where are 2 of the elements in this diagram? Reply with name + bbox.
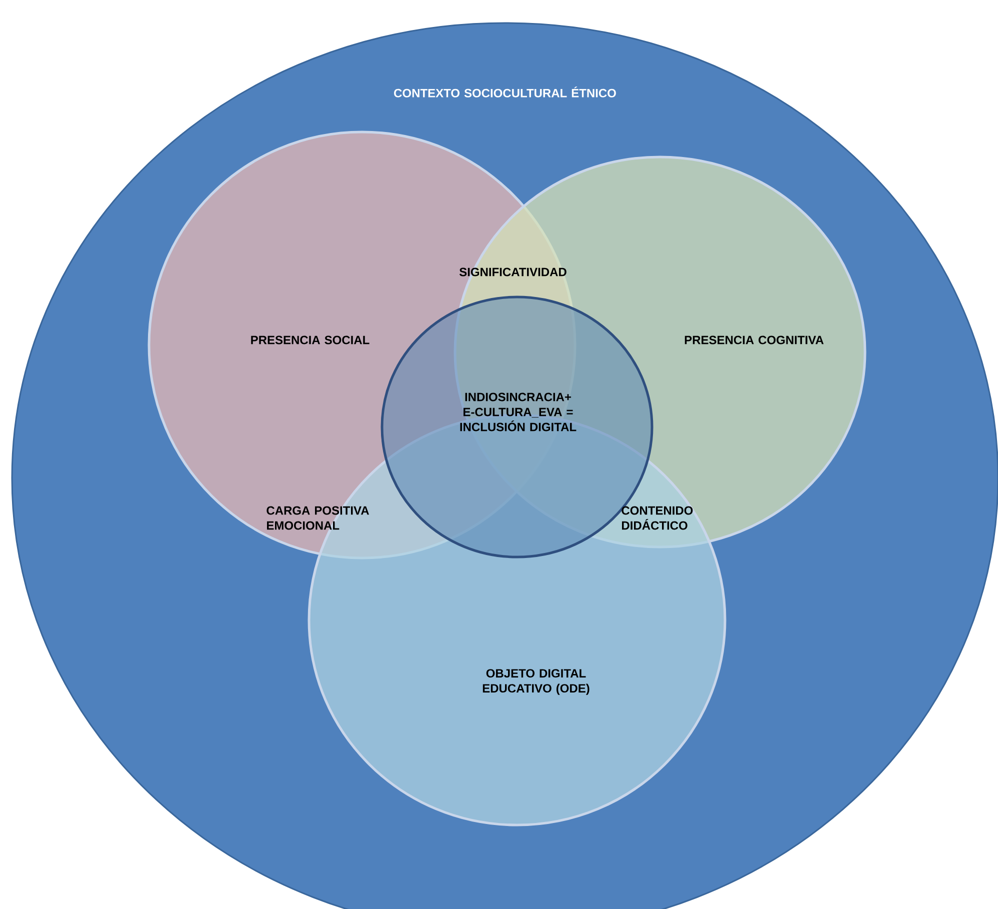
overlap-label: SIGNIFICATIVIDAD (459, 268, 566, 276)
overlap-label: CONTENIDO DIDÁCTICO (622, 506, 693, 530)
